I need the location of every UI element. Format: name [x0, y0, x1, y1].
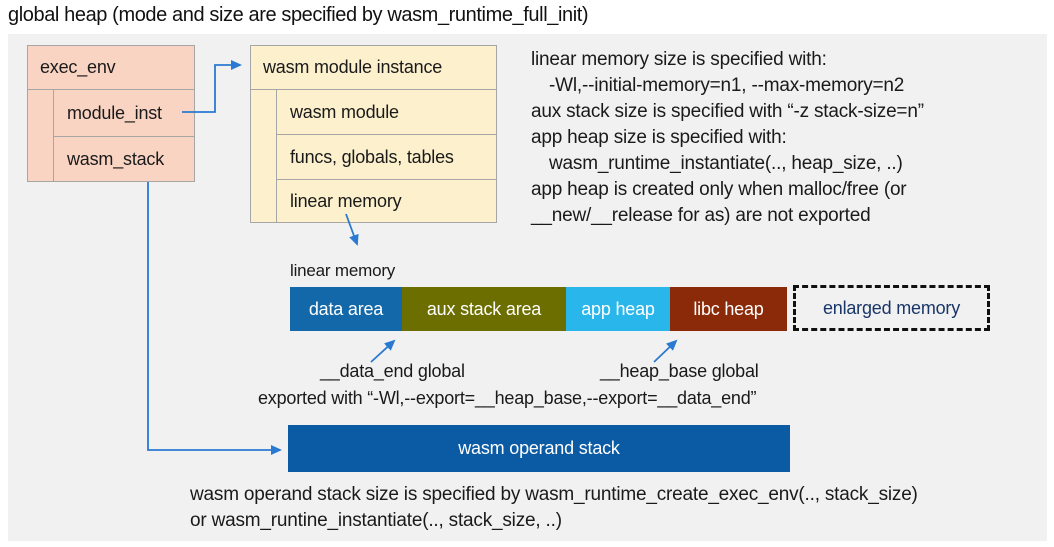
instance-row-wasm-module: wasm module [276, 90, 496, 135]
exec-env-title: exec_env [28, 46, 194, 90]
segment-aux-stack-area: aux stack area [402, 287, 566, 331]
wasm-stack-label: wasm_stack [67, 148, 165, 169]
note-line: __new/__release for as) are not exported [531, 205, 871, 226]
linear-memory-bar: data area aux stack area app heap libc h… [290, 287, 787, 331]
heap-base-global-label: __heap_base global [600, 361, 759, 381]
segment-app-heap: app heap [566, 287, 670, 331]
exported-with-label: exported with “-Wl,--export=__heap_base,… [258, 388, 757, 408]
note-line: app heap is created only when malloc/fre… [531, 179, 907, 200]
notes-bottom: wasm operand stack size is specified by … [190, 482, 918, 534]
wasm-operand-stack-bar: wasm operand stack [288, 425, 790, 472]
exec-env-box: exec_env module_inst wasm_stack [27, 45, 195, 182]
wasm-module-instance-box: wasm module instance wasm module funcs, … [250, 45, 497, 223]
segment-data-area: data area [290, 287, 402, 331]
module-inst-label: module_inst [67, 102, 162, 123]
note-line: linear memory size is specified with: [531, 49, 827, 70]
note-line: wasm_runtime_instantiate(.., heap_size, … [549, 153, 903, 174]
linear-memory-bar-label: linear memory [290, 261, 396, 280]
instance-row-linear-memory: linear memory [276, 180, 496, 222]
funcs-globals-tables-label: funcs, globals, tables [290, 146, 454, 167]
instance-row-funcs-globals-tables: funcs, globals, tables [276, 135, 496, 180]
wasm-module-instance-title: wasm module instance [251, 46, 496, 90]
exec-env-row-wasm-stack: wasm_stack [53, 137, 194, 181]
note-line: aux stack size is specified with “-z sta… [531, 101, 924, 122]
wasm-module-label: wasm module [290, 101, 399, 122]
exec-env-row-module-inst: module_inst [53, 90, 194, 137]
notes-right: linear memory size is specified with: -W… [531, 47, 1036, 229]
diagram-title: global heap (mode and size are specified… [8, 4, 589, 26]
note-line: -Wl,--initial-memory=n1, --max-memory=n2 [549, 75, 905, 96]
segment-libc-heap: libc heap [670, 287, 787, 331]
note-line: app heap size is specified with: [531, 127, 787, 148]
segment-enlarged-memory: enlarged memory [793, 285, 990, 331]
note-line: or wasm_runtine_instantiate(.., stack_si… [190, 510, 562, 531]
linear-memory-row-label: linear memory [290, 190, 402, 211]
data-end-global-label: __data_end global [320, 361, 465, 381]
note-line: wasm operand stack size is specified by … [190, 484, 918, 505]
